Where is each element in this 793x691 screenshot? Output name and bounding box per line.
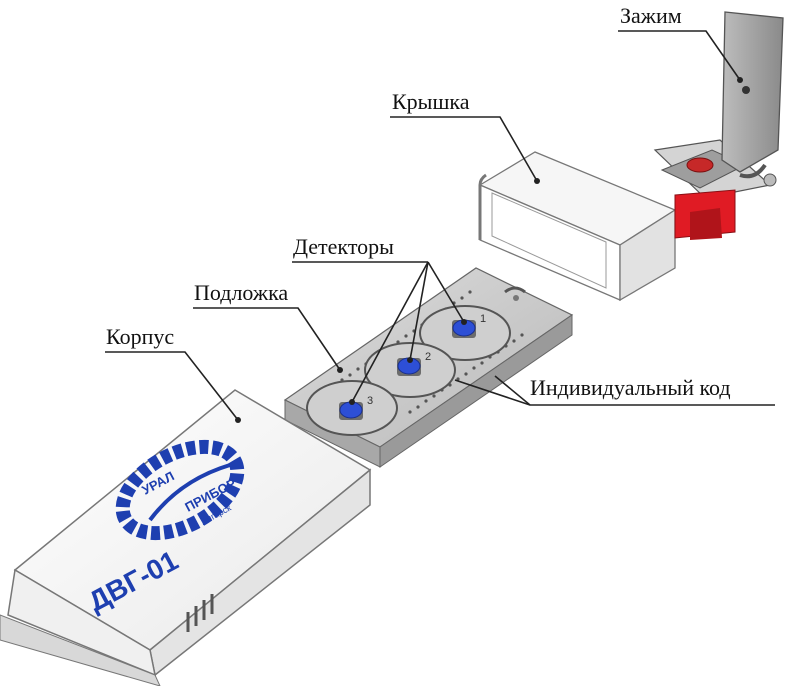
- housing-body: УРАЛ ПРИБОР Ангарск ДВГ-01: [0, 389, 372, 687]
- substrate-plate: 1 2 3: [283, 267, 574, 468]
- detector-number-3: 1: [480, 313, 486, 325]
- detector-2: 2: [397, 351, 431, 376]
- clamp: [653, 11, 784, 240]
- label-clamp: Зажим: [620, 3, 682, 28]
- label-body: Корпус: [106, 324, 175, 349]
- leader-lines: [105, 30, 775, 421]
- leader-dots: [235, 77, 743, 423]
- label-individual-code: Индивидуальный код: [530, 375, 731, 400]
- lid: [478, 151, 677, 302]
- detector-3: 1: [452, 313, 486, 338]
- detector-1: 3: [339, 395, 373, 420]
- label-substrate: Подложка: [194, 280, 289, 305]
- label-detectors: Детекторы: [293, 234, 394, 259]
- detector-number-1: 3: [367, 395, 373, 407]
- vent-slots: [186, 594, 214, 632]
- label-lid: Крышка: [392, 89, 470, 114]
- detector-number-2: 2: [425, 351, 431, 363]
